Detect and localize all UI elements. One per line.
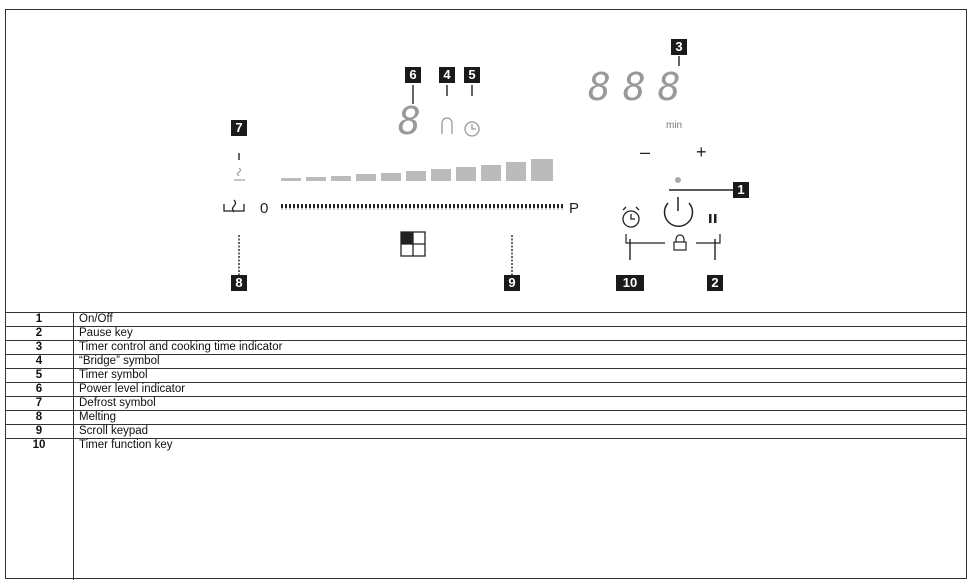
- legend-description: Timer control and cooking time indicator: [79, 341, 283, 353]
- legend-row: 2 Pause key: [6, 326, 966, 340]
- power-icon[interactable]: [663, 197, 694, 227]
- legend-row: 4 “Bridge” symbol: [6, 354, 966, 368]
- callout-tag-10: 10: [616, 275, 644, 291]
- legend-description: On/Off: [79, 313, 113, 325]
- zone-selector-icon[interactable]: [400, 231, 426, 257]
- legend-row: 9 Scroll keypad: [6, 424, 966, 438]
- legend-number: 3: [35, 341, 43, 353]
- legend-number: 6: [35, 383, 43, 395]
- legend-description: Melting: [79, 411, 117, 423]
- legend-description: Scroll keypad: [79, 425, 149, 437]
- legend-description: Timer function key: [79, 439, 173, 451]
- timer-digits: 888: [588, 65, 693, 109]
- legend-description: Power level indicator: [79, 383, 186, 395]
- legend-row: 6 Power level indicator: [6, 382, 966, 396]
- legend-number: 10: [32, 439, 46, 451]
- legend-description: Timer symbol: [79, 369, 148, 381]
- lock-bracket: [625, 234, 721, 244]
- scale-start-label: 0: [260, 200, 269, 217]
- timer-plus-button[interactable]: +: [696, 142, 707, 162]
- lock-icon[interactable]: [673, 234, 687, 251]
- callout-tag-1: 1: [733, 182, 749, 198]
- melting-icon[interactable]: [223, 199, 245, 213]
- alarm-clock-icon[interactable]: [622, 206, 640, 228]
- legend-number: 5: [35, 369, 43, 381]
- scale-end-label: P: [569, 200, 580, 217]
- control-panel-diagram: 7 8 6 4 5 9 3 1 10 2 8 888 min – + 0 P: [6, 10, 966, 312]
- legend-row: 8 Melting: [6, 410, 966, 424]
- legend-description: Defrost symbol: [79, 397, 156, 409]
- callout-tag-6: 6: [405, 67, 421, 83]
- control-panel-figure: 7 8 6 4 5 9 3 1 10 2 8 888 min – + 0 P 1…: [5, 9, 967, 580]
- legend-number: 4: [35, 355, 43, 367]
- power-level-bar: [281, 159, 553, 181]
- power-level-digit: 8: [398, 99, 433, 143]
- defrost-icon: [234, 167, 245, 181]
- legend-row: 3 Timer control and cooking time indicat…: [6, 340, 966, 354]
- diagram-graphics: [223, 56, 733, 275]
- legend-number: 8: [35, 411, 43, 423]
- callout-tag-7: 7: [231, 120, 247, 136]
- legend-description: “Bridge” symbol: [79, 355, 160, 367]
- timer-unit-label: min: [666, 120, 683, 131]
- timer-minus-button[interactable]: –: [640, 142, 651, 162]
- legend-row: 10 Timer function key: [6, 438, 966, 452]
- legend-number: 1: [35, 313, 43, 325]
- legend-row: 5 Timer symbol: [6, 368, 966, 382]
- callout-tag-5: 5: [464, 67, 480, 83]
- legend-number: 2: [35, 327, 43, 339]
- legend-number: 7: [35, 397, 43, 409]
- legend-description: Pause key: [79, 327, 133, 339]
- power-indicator-dot: [675, 177, 681, 183]
- pause-icon[interactable]: [709, 214, 717, 223]
- legend-row: 7 Defrost symbol: [6, 396, 966, 410]
- legend-column-divider: [73, 312, 74, 580]
- timer-icon: [464, 121, 480, 137]
- callout-tag-3: 3: [671, 39, 687, 55]
- callout-tag-2: 2: [707, 275, 723, 291]
- callout-tag-4: 4: [439, 67, 455, 83]
- legend-row: 1 On/Off: [6, 312, 966, 326]
- legend-number: 9: [35, 425, 43, 437]
- bridge-icon: [441, 117, 453, 134]
- callout-tag-8: 8: [231, 275, 247, 291]
- callout-tag-9: 9: [504, 275, 520, 291]
